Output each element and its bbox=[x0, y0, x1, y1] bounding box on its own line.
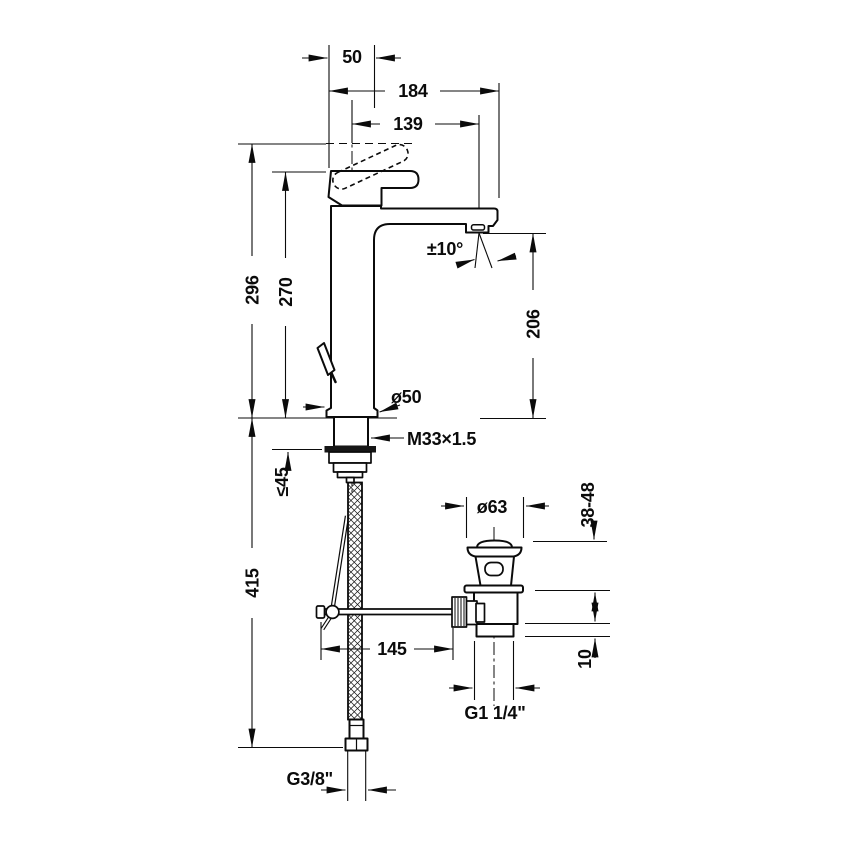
dim-label-body-height: 270 bbox=[276, 277, 296, 307]
waste-flange bbox=[463, 584, 524, 594]
faucet bbox=[316, 143, 499, 418]
dimension-labels: 50 184 139 296 270 206 ±10° ø50 M33×1.5 … bbox=[243, 47, 599, 789]
rod-ball-joint bbox=[325, 604, 340, 620]
knurled-nut bbox=[451, 596, 468, 628]
horizontal-rod bbox=[320, 608, 454, 616]
dim-label-hose-thread: G3/8" bbox=[286, 769, 333, 789]
pop-up-waste bbox=[451, 539, 524, 638]
dim-label-swivel-angle: ±10° bbox=[427, 239, 463, 259]
overflow-slot bbox=[484, 561, 504, 577]
dim-label-spout-reach: 139 bbox=[393, 114, 423, 134]
pop-up-pull-rod bbox=[330, 515, 350, 610]
knurling bbox=[454, 598, 465, 626]
waste-linkage bbox=[315, 604, 454, 631]
supply-hose bbox=[344, 481, 369, 752]
rod-end-cap bbox=[315, 605, 326, 619]
mounting-hardware bbox=[324, 416, 376, 484]
dim-label-waste-offset: 10 bbox=[575, 649, 595, 669]
dim-label-shank-thread: M33×1.5 bbox=[407, 429, 476, 449]
waste-tailpiece bbox=[475, 623, 515, 638]
linkage-collar bbox=[475, 602, 486, 623]
faucet-body-outline bbox=[325, 205, 499, 418]
mounting-nut bbox=[328, 451, 372, 464]
dimension-lines bbox=[248, 54, 599, 794]
extension-lines bbox=[238, 45, 610, 801]
swivel-angle-line-right bbox=[478, 232, 493, 269]
side-pull-knob bbox=[316, 342, 336, 376]
dim-label-waste-diameter: ø63 bbox=[477, 497, 508, 517]
dim-label-base-diameter: ø50 bbox=[391, 387, 422, 407]
braided-hose bbox=[347, 481, 363, 721]
dim-label-waste-mounting-range: 38-48 bbox=[578, 482, 598, 527]
dim-label-outlet-height: 206 bbox=[524, 309, 544, 339]
aerator bbox=[470, 224, 486, 231]
dim-label-hose-length: 415 bbox=[243, 568, 263, 598]
mounting-nut-step bbox=[332, 462, 368, 473]
dim-label-handle-width: 50 bbox=[342, 47, 362, 67]
dim-label-max-deck-thickness: ≤45 bbox=[272, 467, 292, 496]
dim-label-total-height: 296 bbox=[243, 275, 263, 305]
lever-handle-rotated-position bbox=[332, 143, 409, 190]
dim-label-waste-thread: G1 1/4" bbox=[464, 703, 525, 723]
dim-label-rod-length: 145 bbox=[377, 639, 407, 659]
swivel-angle-line-left bbox=[474, 232, 480, 269]
waste-plug-rim bbox=[466, 546, 523, 558]
dim-label-spout-overall: 184 bbox=[398, 81, 428, 101]
threaded-shank bbox=[333, 416, 369, 448]
hose-stub bbox=[345, 476, 355, 484]
lever-handle bbox=[327, 170, 420, 207]
hose-ferrule bbox=[348, 718, 365, 740]
waste-plug-cap bbox=[476, 539, 513, 549]
